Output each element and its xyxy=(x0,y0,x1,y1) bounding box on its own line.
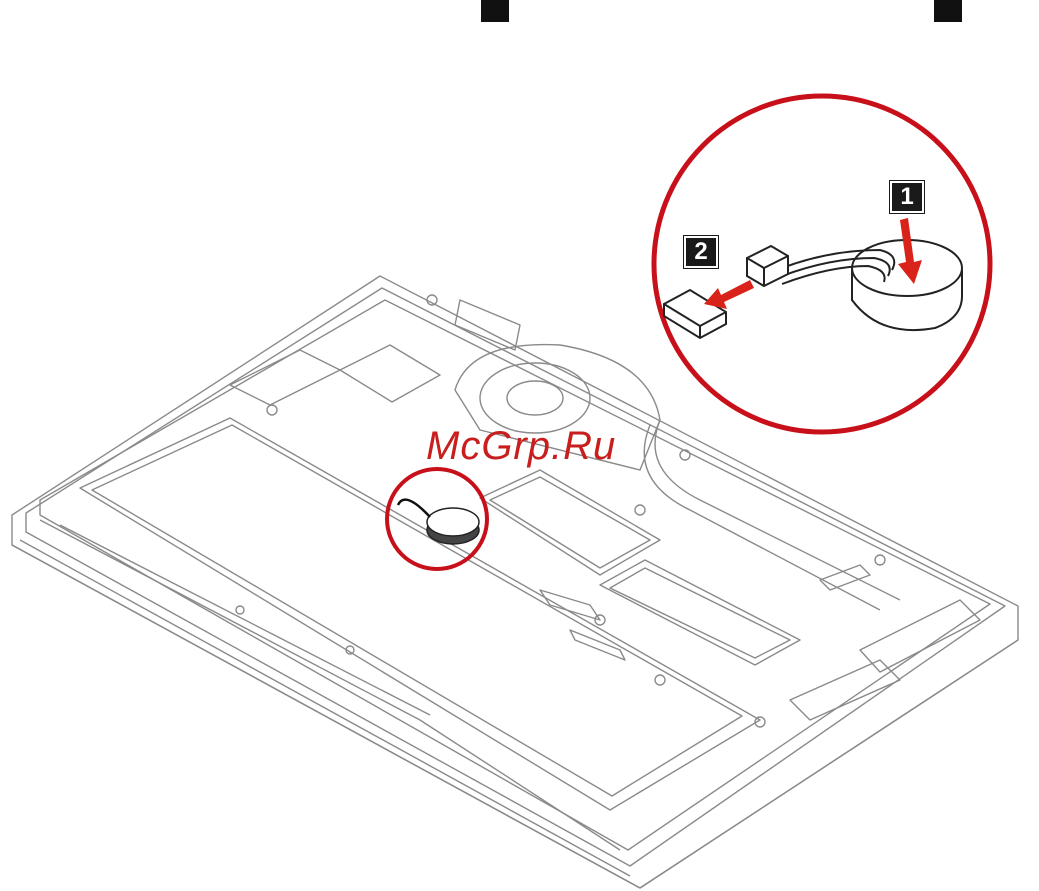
step-1-badge: 1 xyxy=(890,181,924,213)
step-2-badge: 2 xyxy=(684,236,718,268)
watermark: McGrp.Ru xyxy=(426,424,616,469)
